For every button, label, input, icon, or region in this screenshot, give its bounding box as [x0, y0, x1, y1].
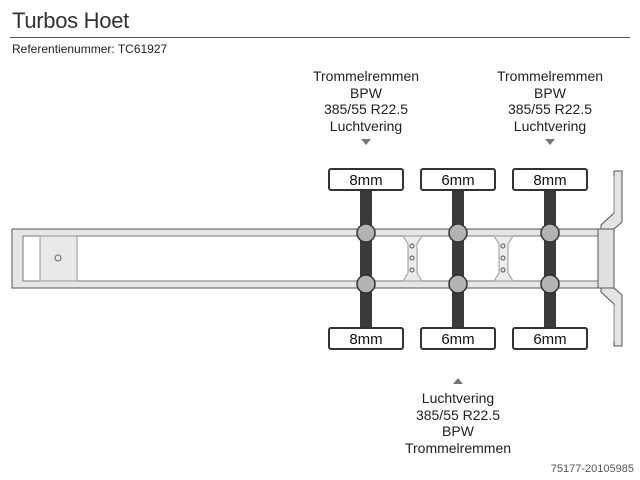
axle-group-spec-top-right: Trommelremmen BPW 385/55 R22.5 Luchtveri…: [480, 68, 620, 134]
tire-top-tread-label: 8mm: [533, 172, 566, 189]
arrow-down-icon: [545, 139, 555, 145]
arrow-down-icon: [361, 139, 371, 145]
tire-bottom: [328, 327, 404, 350]
wheel-hub-bottom: [448, 274, 468, 294]
listing-id: 75177-20105985: [550, 463, 634, 475]
chassis-inner-area: [22, 235, 599, 282]
tire-top: [512, 168, 588, 191]
tire-bottom-tread-label: 8mm: [349, 331, 382, 348]
spec-line: Luchtvering: [513, 117, 587, 134]
spec-line: 385/55 R22.5: [507, 101, 593, 117]
spec-line: 385/55 R22.5: [323, 101, 409, 117]
title-divider: [10, 37, 630, 38]
axle-shaft: [544, 189, 556, 327]
front-hitch-top: [600, 170, 623, 230]
cross-brace-2: [493, 235, 514, 282]
arrow-up-icon: [453, 378, 463, 384]
tire-top: [420, 168, 496, 191]
tire-top: [328, 168, 404, 191]
wheel-hub-bottom: [540, 274, 560, 294]
wheel-hub-top: [448, 223, 468, 243]
tire-top-tread-label: 8mm: [349, 172, 382, 189]
tire-bottom-tread-label: 6mm: [533, 331, 566, 348]
spec-line: BPW: [350, 84, 382, 101]
spec-line: BPW: [442, 423, 474, 439]
spec-line: BPW: [534, 84, 566, 101]
rear-bumper-bolt-icon: [54, 254, 62, 262]
spec-line: Luchtvering: [421, 390, 495, 406]
front-plate: [597, 228, 615, 289]
front-hitch-bottom: [600, 287, 623, 347]
page-title: Turbos Hoet: [12, 8, 129, 33]
rear-bumper-block: [39, 235, 78, 282]
tire-bottom: [512, 327, 588, 350]
axle-1: 8mm 8mm: [328, 168, 404, 350]
reference-number: Referentienummer: TC61927: [12, 42, 168, 56]
axle-shaft: [360, 189, 372, 327]
spec-line: Trommelremmen: [312, 68, 420, 84]
spec-line: 385/55 R22.5: [415, 406, 501, 423]
wheel-hub-top: [540, 223, 560, 243]
tire-bottom-tread-label: 6mm: [441, 331, 474, 348]
axle-3: 8mm 6mm: [512, 168, 588, 350]
wheel-hub-bottom: [356, 274, 376, 294]
axle-group-spec-top-left: Trommelremmen BPW 385/55 R22.5 Luchtveri…: [296, 68, 436, 134]
spec-line: Trommelremmen: [496, 68, 604, 84]
axle-shaft: [452, 189, 464, 327]
wheel-hub-top: [356, 223, 376, 243]
axle-2: 6mm 6mm: [420, 168, 496, 350]
spec-line: Trommelremmen: [404, 439, 512, 456]
tire-bottom: [420, 327, 496, 350]
cross-brace-1: [402, 235, 423, 282]
spec-line: Luchtvering: [329, 117, 403, 134]
tire-top-tread-label: 6mm: [441, 172, 474, 189]
axle-group-spec-bottom-middle: Luchtvering 385/55 R22.5 BPW Trommelremm…: [388, 390, 528, 456]
